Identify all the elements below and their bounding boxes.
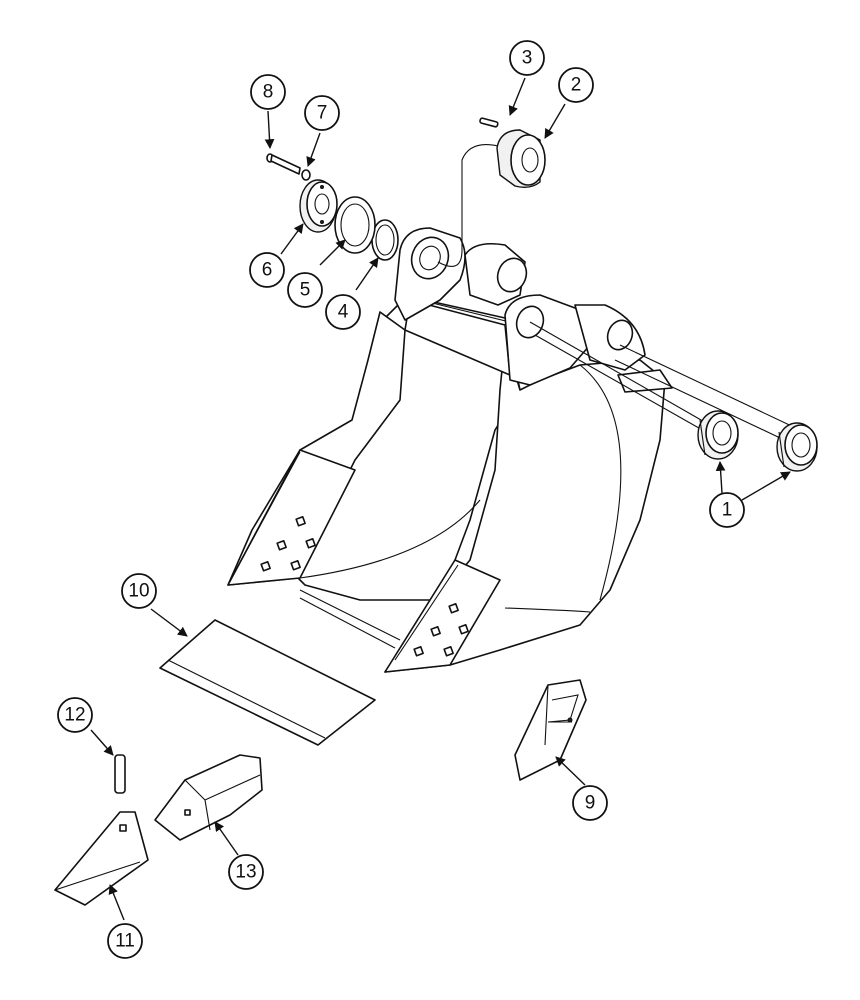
svg-text:1: 1 (722, 500, 733, 521)
bucket-tooth (54, 811, 149, 906)
svg-text:4: 4 (338, 302, 349, 323)
callout-8: 8 (250, 74, 286, 110)
svg-text:5: 5 (300, 280, 311, 301)
svg-text:12: 12 (64, 705, 85, 726)
callout-10: 10 (121, 573, 157, 609)
svg-text:3: 3 (522, 48, 533, 69)
bucket-body (227, 295, 666, 673)
svg-text:8: 8 (263, 82, 274, 103)
callout-9: 9 (572, 785, 608, 821)
cutting-edge (159, 619, 376, 746)
svg-text:2: 2 (571, 75, 582, 96)
svg-text:11: 11 (115, 931, 135, 952)
bushing-left (697, 410, 739, 460)
svg-text:6: 6 (262, 260, 273, 281)
callout-1: 1 (709, 492, 745, 528)
callout-4: 4 (325, 294, 361, 330)
callout-13: 13 (228, 854, 264, 890)
retainer-plate (299, 179, 338, 233)
callout-6: 6 (249, 252, 285, 288)
side-cutter (514, 679, 587, 781)
bushing-pair (697, 410, 818, 472)
bucket-mounting-ears (394, 227, 673, 393)
tooth-adapter (154, 754, 263, 841)
callout-3: 3 (509, 40, 545, 76)
leader-lines (90, 77, 791, 921)
cap-screw (266, 153, 301, 175)
callout-11: 11 (107, 923, 143, 959)
roll-pin (479, 117, 499, 128)
callout-2: 2 (558, 67, 594, 103)
bushing-right (776, 422, 818, 472)
lock-washer (301, 169, 311, 181)
svg-text:9: 9 (585, 793, 596, 814)
callout-12: 12 (57, 697, 93, 733)
shim-plate (334, 196, 376, 254)
bushing-alignment-lines (529, 321, 801, 446)
callout-5: 5 (287, 272, 323, 308)
svg-text:7: 7 (317, 103, 328, 124)
collar-bushing (496, 129, 546, 189)
shim-ring (371, 219, 399, 261)
svg-text:13: 13 (235, 862, 256, 883)
callout-7: 7 (304, 95, 340, 131)
collar-install-line (437, 144, 499, 267)
tooth-pin (114, 754, 126, 794)
svg-text:10: 10 (128, 581, 149, 602)
